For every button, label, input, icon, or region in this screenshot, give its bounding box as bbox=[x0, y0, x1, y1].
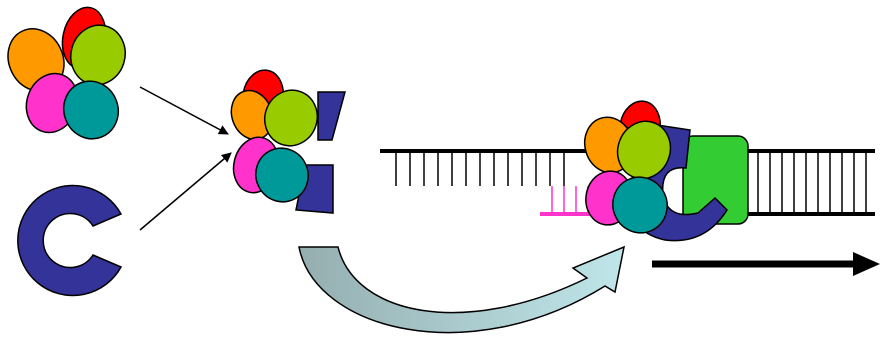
assembled-complex-icon bbox=[230, 69, 346, 214]
arrow-complex-to-assembly bbox=[139, 86, 229, 135]
c-shaped-subunit-icon bbox=[17, 184, 123, 297]
dna-base-pairs-downstream bbox=[757, 151, 867, 214]
transcription-direction-arrow-icon bbox=[652, 252, 880, 276]
subunit-teal bbox=[63, 80, 119, 140]
multi-subunit-complex-icon bbox=[7, 6, 126, 140]
assembled-lime bbox=[264, 89, 318, 147]
arrow-subunit-to-assembly bbox=[139, 152, 232, 231]
bound-teal bbox=[612, 176, 668, 234]
assembled-teal bbox=[255, 147, 309, 203]
curved-transition-arrow-icon bbox=[298, 245, 626, 334]
dna-base-pairs-upstream bbox=[395, 151, 565, 186]
dna-bound-complex-icon bbox=[583, 100, 749, 242]
